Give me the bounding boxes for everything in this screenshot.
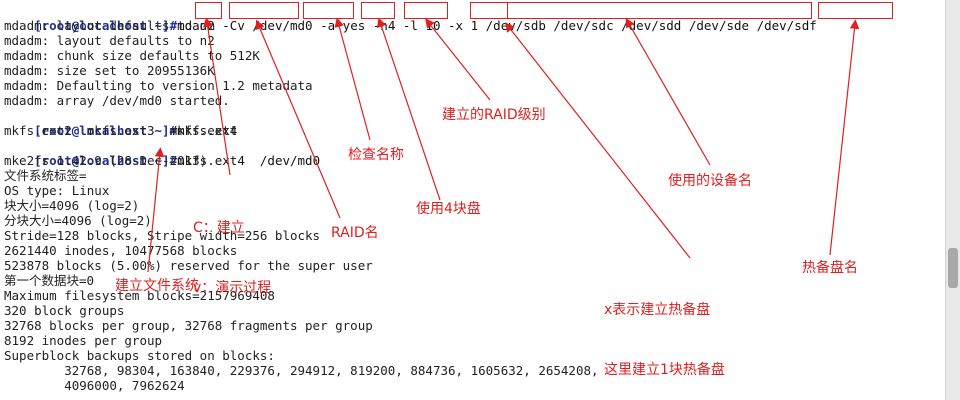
output-line: mkfs.ext2 mkfs.ext3 mkfs.ext4	[4, 123, 238, 138]
highlight-box-md0	[229, 2, 299, 19]
output-line: mke2fs 1.42.9 (28-Dec-2013)	[4, 153, 208, 168]
output-line: 4096000, 7962624	[4, 378, 185, 393]
highlight-box-a-yes	[303, 2, 354, 19]
output-line: 320 block groups	[4, 303, 125, 318]
output-line: 文件系统标签=	[4, 168, 87, 183]
output-line: mdadm: size set to 20955136K	[4, 63, 215, 78]
annotation-create-line1: C：建立	[193, 220, 245, 236]
shell-prompt: [root@localhost ~]#	[34, 18, 178, 33]
vertical-scrollbar[interactable]	[945, 0, 960, 400]
scrollbar-thumb[interactable]	[948, 248, 958, 288]
annotation-raid-name: RAID名	[331, 225, 379, 241]
output-line: OS type: Linux	[4, 183, 110, 198]
output-line: 32768 blocks per group, 32768 fragments …	[4, 318, 373, 333]
output-line: mdadm: chunk size defaults to 512K	[4, 48, 260, 63]
annotation-hot-spare-line1: x表示建立热备盘	[604, 302, 711, 318]
output-line: Superblock backups stored on blocks:	[4, 348, 275, 363]
annotation-use-4-disks: 使用4块盘	[416, 201, 481, 217]
output-line: 523878 blocks (5.00%) reserved for the s…	[4, 258, 373, 273]
highlight-box-x1	[470, 2, 508, 19]
highlight-box-cv	[195, 2, 222, 19]
output-line: mdadm: Defaulting to version 1.2 metadat…	[4, 78, 313, 93]
terminal-line-command2: [root@localhost ~]#mkfs.ext	[4, 108, 237, 138]
annotation-create-fs: 建立文件系统	[115, 278, 199, 294]
annotation-check-name: 检查名称	[348, 147, 404, 163]
command-mdadm: mdadm -Cv /dev/md0 -a yes -n4 -l 10 -x 1…	[177, 18, 817, 33]
highlight-box-n4	[361, 2, 395, 19]
annotation-create-line2: v：演示过程	[193, 280, 272, 296]
highlight-box-l10	[404, 2, 448, 19]
annotation-raid-level: 建立的RAID级别	[442, 107, 546, 123]
annotation-hot-spare-disk: 热备盘名	[802, 260, 858, 276]
output-line: Maximum filesystem blocks=2157969408	[4, 288, 275, 303]
output-line: 分块大小=4096 (log=2)	[4, 213, 152, 228]
highlight-box-sdf	[818, 2, 893, 19]
annotation-create: C：建立 v：演示过程	[193, 178, 271, 318]
annotation-hot-spare: x表示建立热备盘 这里建立1块热备盘	[604, 260, 725, 400]
output-line: mdadm: array /dev/md0 started.	[4, 93, 230, 108]
output-line: Stride=128 blocks, Stripe width=256 bloc…	[4, 228, 321, 243]
shell-prompt: [root@localhost ~]#	[34, 123, 178, 138]
annotation-device-names: 使用的设备名	[668, 173, 752, 189]
output-line: 32768, 98304, 163840, 229376, 294912, 81…	[4, 363, 599, 378]
output-line: mdadm: layout defaults to n2	[4, 33, 215, 48]
output-line: 8192 inodes per group	[4, 333, 163, 348]
output-line: 第一个数据块=0	[4, 273, 95, 288]
annotation-hot-spare-line2: 这里建立1块热备盘	[604, 362, 725, 378]
output-line: 块大小=4096 (log=2)	[4, 198, 140, 213]
highlight-box-devices	[507, 2, 812, 19]
output-line: mdadm: layout defaults to n2	[4, 18, 215, 33]
terminal-line-command3: [root@localhost ~]#mkfs.ext4 /dev/md0	[4, 138, 320, 168]
